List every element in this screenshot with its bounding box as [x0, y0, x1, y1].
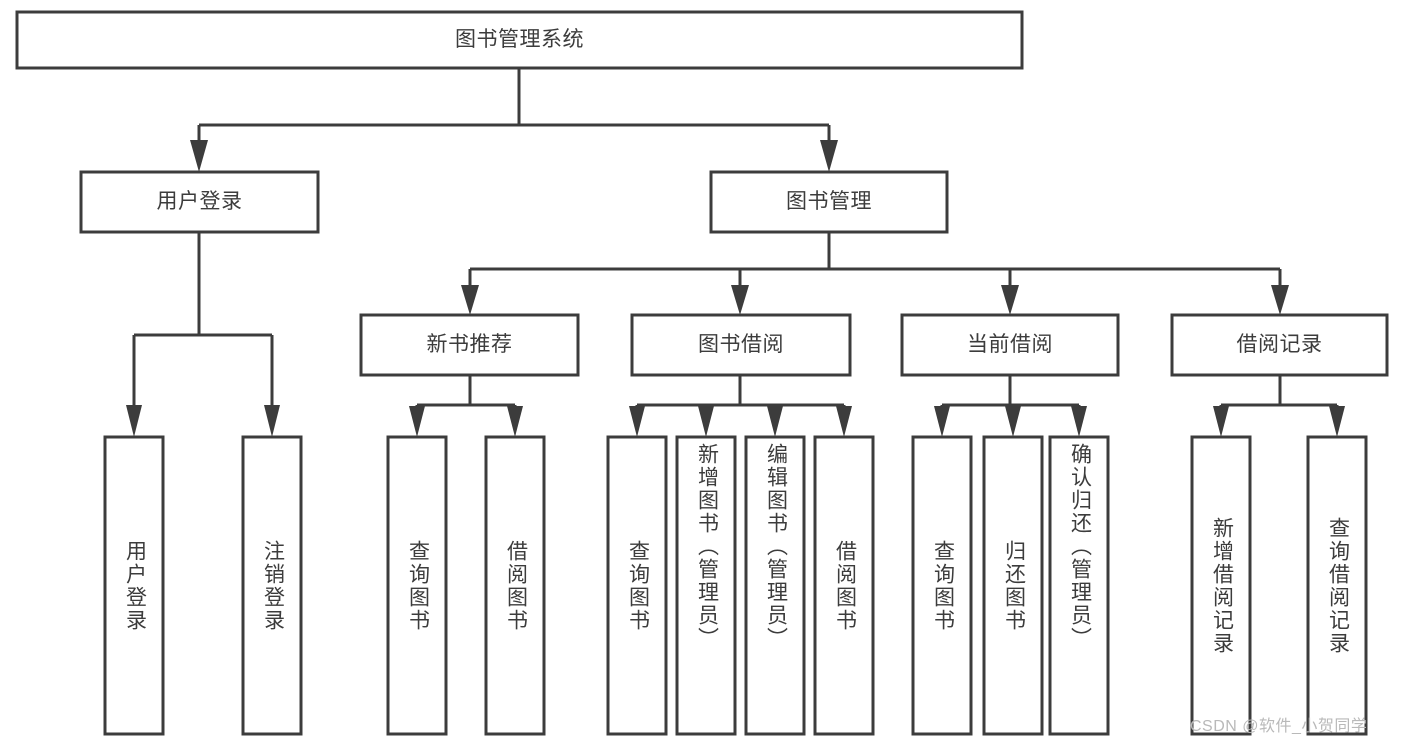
arrowhead-book-borrow	[731, 285, 749, 315]
node-box-book-borrow[interactable]	[630, 313, 852, 377]
node-box-leaf-add-book[interactable]	[675, 435, 737, 736]
node-box-leaf-confirm-return[interactable]	[1048, 435, 1110, 736]
arrowhead-new-book-rec	[461, 285, 479, 315]
connector-book-borrow-subtree	[629, 375, 852, 437]
node-box-root[interactable]	[15, 10, 1024, 70]
node-box-new-book-rec[interactable]	[359, 313, 580, 377]
node-box-leaf-return-book[interactable]	[982, 435, 1044, 736]
connector-book-manage-subtree	[461, 232, 1289, 315]
node-box-borrow-record[interactable]	[1170, 313, 1389, 377]
connector-current-borrow-subtree	[934, 375, 1087, 437]
node-box-leaf-borrow-book-2[interactable]	[813, 435, 875, 736]
node-box-leaf-user-logout[interactable]	[241, 435, 303, 736]
connector-user-login-subtree	[126, 232, 280, 437]
connector-new-book-rec-subtree	[409, 375, 523, 437]
arrowhead-borrow-book-1	[507, 406, 523, 437]
arrowhead-add-record	[1213, 406, 1229, 437]
node-box-user-login[interactable]	[79, 170, 320, 234]
arrowhead-add-book	[698, 406, 714, 437]
arrowhead-confirm-return	[1071, 406, 1087, 437]
arrowhead-leaf-user-logout	[264, 405, 280, 437]
arrowhead-query-record	[1329, 406, 1345, 437]
node-box-leaf-user-login[interactable]	[103, 435, 165, 736]
arrowhead-user-login	[190, 140, 208, 172]
node-box-leaf-query-book-3[interactable]	[911, 435, 973, 736]
connector-root-to-level2	[190, 68, 838, 172]
arrowhead-book-manage	[820, 140, 838, 172]
connector-borrow-record-subtree	[1213, 375, 1345, 437]
arrowhead-query-book-2	[629, 406, 645, 437]
arrowhead-return-book	[1005, 406, 1021, 437]
arrowhead-query-book-1	[409, 406, 425, 437]
arrowhead-edit-book	[767, 406, 783, 437]
node-box-leaf-query-record[interactable]	[1306, 435, 1368, 736]
arrowhead-borrow-record	[1271, 285, 1289, 315]
node-box-leaf-query-book-1[interactable]	[386, 435, 448, 736]
arrowhead-current-borrow	[1001, 285, 1019, 315]
arrowhead-leaf-user-login	[126, 405, 142, 437]
node-box-leaf-edit-book[interactable]	[744, 435, 806, 736]
node-box-leaf-query-book-2[interactable]	[606, 435, 668, 736]
node-box-leaf-borrow-book-1[interactable]	[484, 435, 546, 736]
watermark-text: CSDN @软件_小贺同学	[1190, 718, 1368, 735]
node-box-current-borrow[interactable]	[900, 313, 1120, 377]
node-box-leaf-add-record[interactable]	[1190, 435, 1252, 736]
arrowhead-query-book-3	[934, 406, 950, 437]
node-box-book-manage[interactable]	[709, 170, 949, 234]
arrowhead-borrow-book-2	[836, 406, 852, 437]
